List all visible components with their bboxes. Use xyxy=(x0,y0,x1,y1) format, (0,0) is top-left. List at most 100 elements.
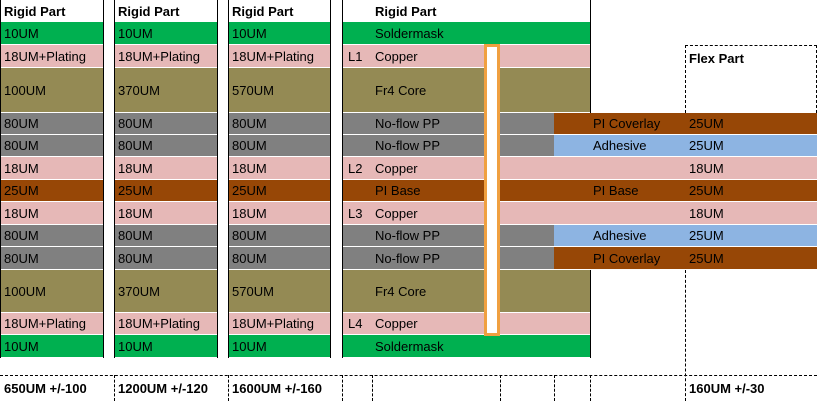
column-divider xyxy=(342,0,343,358)
totals-divider xyxy=(372,375,373,401)
layer-thickness-cell: 80UM xyxy=(0,113,103,135)
layer-material-cell: No-flow PP xyxy=(372,247,554,270)
column-divider xyxy=(330,0,331,358)
layer-thickness-cell: 570UM xyxy=(228,68,330,113)
layer-name-cell: L3 xyxy=(342,202,372,225)
layer-thickness-cell: 18UM xyxy=(114,157,217,180)
totals-divider xyxy=(342,375,343,401)
plated-via xyxy=(484,44,500,336)
layer-thickness-cell: 18UM+Plating xyxy=(114,45,217,68)
flex-thickness-cell: 25UM xyxy=(685,180,817,202)
layer-material-cell: No-flow PP xyxy=(372,113,554,135)
layer-thickness-cell: 370UM xyxy=(114,68,217,113)
layer-thickness-cell: 10UM xyxy=(0,335,103,358)
rigid-part-header-1: Rigid Part xyxy=(4,4,66,19)
layer-thickness-cell: 18UM+Plating xyxy=(228,313,330,335)
layer-name-cell xyxy=(342,225,372,247)
layer-name-cell xyxy=(342,68,372,113)
flex-material-cell: PI Base xyxy=(554,180,685,202)
layer-thickness-cell: 25UM xyxy=(0,180,103,202)
rigid-part-header-3: Rigid Part xyxy=(232,4,294,19)
totals-divider xyxy=(228,375,229,401)
flex-part-lower-edge xyxy=(685,270,686,401)
column-divider xyxy=(114,0,115,358)
layer-name-cell: L1 xyxy=(342,45,372,68)
layer-thickness-cell: 25UM xyxy=(228,180,330,202)
layer-thickness-cell: 10UM xyxy=(0,22,103,45)
layer-thickness-cell: 10UM xyxy=(228,335,330,358)
layer-thickness-cell: 100UM xyxy=(0,270,103,313)
flex-total-thickness: 160UM +/-30 xyxy=(689,381,765,396)
flex-thickness-cell: 18UM xyxy=(685,202,817,225)
flex-material-cell: Adhesive xyxy=(554,225,685,247)
column-divider xyxy=(228,0,229,358)
layer-thickness-cell: 18UM xyxy=(0,157,103,180)
layer-thickness-cell: 80UM xyxy=(114,225,217,247)
layer-material-cell: PI Base xyxy=(372,180,554,202)
layer-material-cell: Soldermask xyxy=(372,22,590,45)
layer-thickness-cell: 18UM xyxy=(228,202,330,225)
layer-material-cell: Copper xyxy=(372,157,554,180)
column-divider xyxy=(590,0,591,113)
layer-thickness-cell: 100UM xyxy=(0,68,103,113)
column-divider xyxy=(0,0,1,358)
totals-divider xyxy=(500,375,501,401)
layer-material-cell: No-flow PP xyxy=(372,135,554,157)
layer-thickness-cell: 80UM xyxy=(228,135,330,157)
layer-thickness-cell: 18UM+Plating xyxy=(228,45,330,68)
layer-material-cell: No-flow PP xyxy=(372,225,554,247)
layer-name-cell xyxy=(342,335,372,358)
layer-material-cell: Copper xyxy=(372,45,590,68)
flex-thickness-cell: 25UM xyxy=(685,113,817,135)
totals-divider xyxy=(590,375,591,401)
layer-thickness-cell: 80UM xyxy=(228,113,330,135)
total-thickness-2: 1200UM +/-120 xyxy=(118,381,208,396)
layer-thickness-cell: 10UM xyxy=(114,22,217,45)
flex-material-cell: PI Coverlay xyxy=(554,113,685,135)
layer-material-cell: Soldermask xyxy=(372,335,590,358)
flex-thickness-cell: 25UM xyxy=(685,247,817,270)
layer-thickness-cell: 18UM xyxy=(114,202,217,225)
flex-material-cell xyxy=(554,202,685,225)
layer-thickness-cell: 80UM xyxy=(228,247,330,270)
totals-top-line xyxy=(0,375,817,376)
layer-thickness-cell: 18UM xyxy=(228,157,330,180)
layer-thickness-cell: 80UM xyxy=(0,135,103,157)
layer-material-cell: Copper xyxy=(372,202,554,225)
layer-thickness-cell: 10UM xyxy=(114,335,217,358)
column-divider xyxy=(103,0,104,358)
column-divider xyxy=(590,270,591,358)
flex-thickness-cell: 18UM xyxy=(685,157,817,180)
rigid-part-header-2: Rigid Part xyxy=(118,4,180,19)
layer-material-cell: Fr4 Core xyxy=(372,270,590,313)
layer-thickness-cell: 80UM xyxy=(0,225,103,247)
stackup-header: Rigid Part xyxy=(375,4,437,19)
flex-part-header: Flex Part xyxy=(689,51,744,66)
flex-thickness-cell: 25UM xyxy=(685,225,817,247)
layer-name-cell: L2 xyxy=(342,157,372,180)
flex-material-cell xyxy=(554,157,685,180)
layer-thickness-cell: 18UM xyxy=(0,202,103,225)
layer-thickness-cell: 80UM xyxy=(114,247,217,270)
layer-thickness-cell: 18UM+Plating xyxy=(0,45,103,68)
flex-material-cell: PI Coverlay xyxy=(554,247,685,270)
layer-thickness-cell: 80UM xyxy=(0,247,103,270)
layer-thickness-cell: 80UM xyxy=(114,113,217,135)
layer-thickness-cell: 10UM xyxy=(228,22,330,45)
layer-name-cell xyxy=(342,113,372,135)
flex-thickness-cell: 25UM xyxy=(685,135,817,157)
layer-thickness-cell: 80UM xyxy=(228,225,330,247)
layer-material-cell: Fr4 Core xyxy=(372,68,590,113)
layer-name-cell: L4 xyxy=(342,313,372,335)
layer-name-cell xyxy=(342,180,372,202)
flex-material-cell: Adhesive xyxy=(554,135,685,157)
layer-thickness-cell: 18UM+Plating xyxy=(114,313,217,335)
totals-divider xyxy=(554,375,555,401)
total-thickness-1: 650UM +/-100 xyxy=(4,381,87,396)
layer-name-cell xyxy=(342,247,372,270)
layer-name-cell xyxy=(342,22,372,45)
layer-material-cell: Copper xyxy=(372,313,590,335)
layer-name-cell xyxy=(342,270,372,313)
totals-divider xyxy=(114,375,115,401)
layer-thickness-cell: 570UM xyxy=(228,270,330,313)
